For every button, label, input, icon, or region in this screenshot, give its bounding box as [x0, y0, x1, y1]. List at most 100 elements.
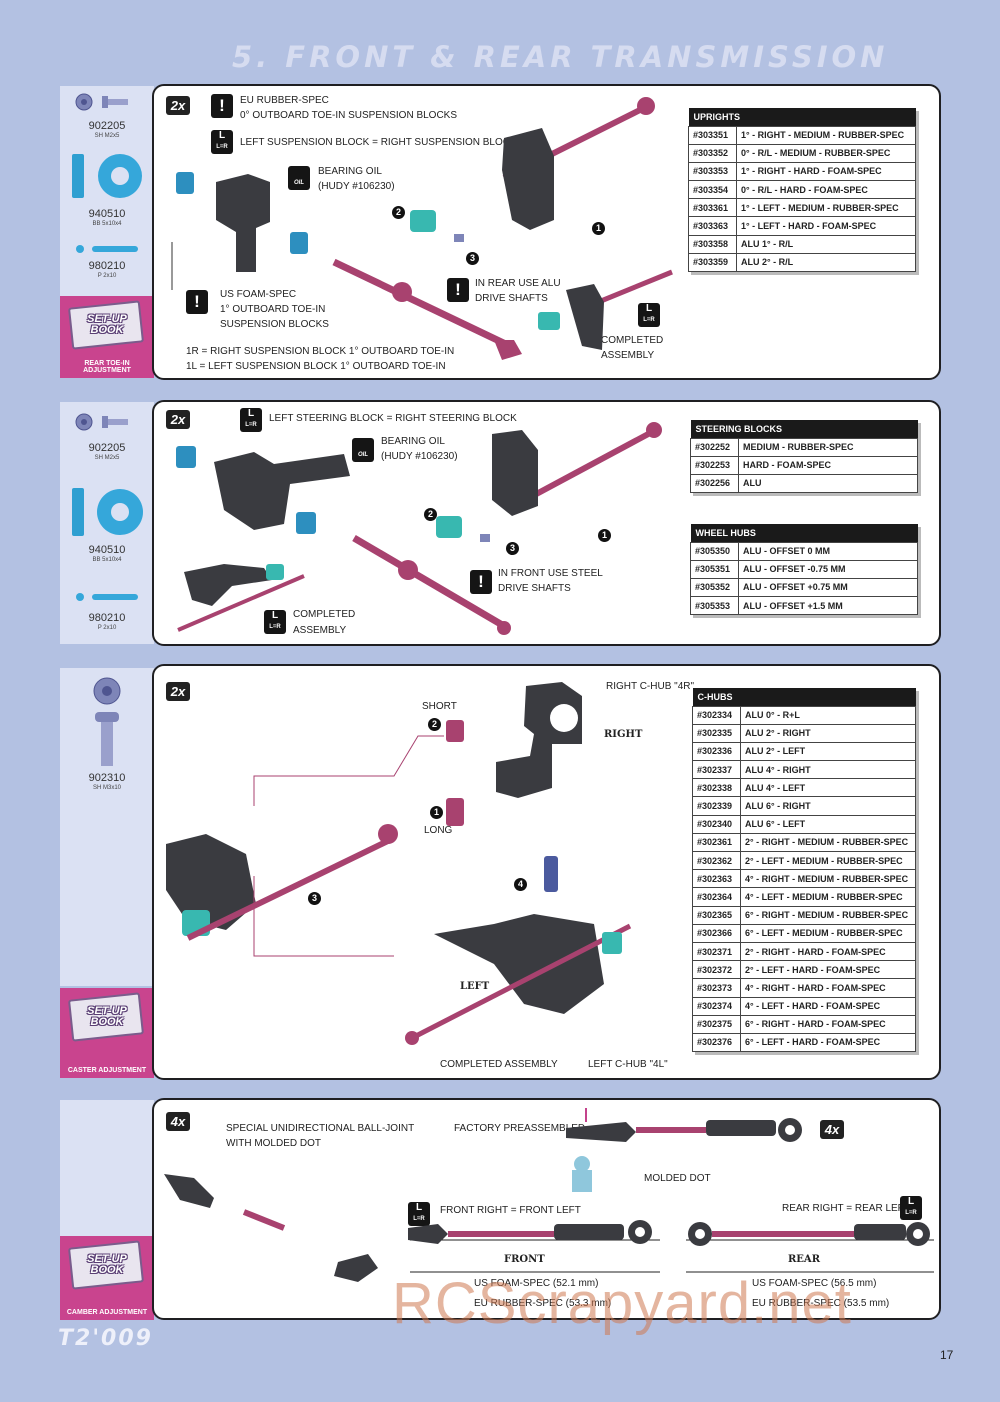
- setup-book-label: SET-UP BOOK: [87, 313, 127, 336]
- screw-icon: [75, 413, 128, 431]
- step-number-1: 1: [592, 222, 605, 235]
- note-front-steel: IN FRONT USE STEEL: [498, 568, 603, 579]
- parts-sidebar-4: [60, 1100, 154, 1236]
- quantity-badge: 2x: [166, 410, 190, 429]
- rear-us-length: US FOAM-SPEC (56.5 mm): [752, 1278, 877, 1289]
- warning-icon: !: [470, 570, 492, 594]
- setup-book-label: SET-UP BOOK: [87, 1005, 127, 1028]
- step-number-1: 1: [598, 529, 611, 542]
- rear-eu-length: EU RUBBER-SPEC (53.5 mm): [752, 1298, 890, 1309]
- note-completed-detail: ASSEMBLY: [601, 350, 655, 361]
- camber-link-illustration: [164, 1108, 934, 1282]
- table-title: UPRIGHTS: [688, 108, 916, 126]
- bearing-icon: [72, 488, 143, 536]
- part-size: SH M2x5: [94, 133, 120, 139]
- table-title: STEERING BLOCKS: [690, 420, 918, 438]
- step-number-3: 3: [466, 252, 479, 265]
- step-number-3: 3: [308, 892, 321, 905]
- note-us-spec-detail2: SUSPENSION BLOCKS: [220, 319, 329, 330]
- note-special: SPECIAL UNIDIRECTIONAL BALL-JOINT: [226, 1123, 415, 1134]
- warning-icon: !: [447, 278, 469, 302]
- step-number-2: 2: [424, 508, 437, 521]
- quantity-badge: 4x: [166, 1112, 190, 1131]
- pin-icon: [76, 245, 138, 253]
- quantity-badge: 2x: [166, 96, 190, 115]
- part-size: P 2x10: [97, 625, 117, 631]
- part-size: SH M2x5: [94, 455, 120, 461]
- setup-book-link-1[interactable]: SET-UP BOOK REAR TOE-IN ADJUSTMENT: [60, 296, 154, 378]
- screw-icon: [75, 93, 128, 111]
- part-number: 902205: [88, 442, 126, 454]
- bearing-oil-icon: OIL: [352, 438, 374, 462]
- part-number: 902310: [88, 772, 126, 784]
- note-left-right: LEFT STEERING BLOCK = RIGHT STEERING BLO…: [269, 413, 517, 424]
- part-size: BB 5x10x4: [92, 557, 122, 563]
- note-oil: BEARING OIL: [318, 166, 382, 177]
- part-number: 940510: [88, 208, 126, 220]
- note-legend-1l: 1L = LEFT SUSPENSION BLOCK 1° OUTBOARD T…: [186, 361, 446, 372]
- note-rear-equal: REAR RIGHT = REAR LEFT: [782, 1203, 910, 1214]
- product-logo: T2'009: [58, 1326, 153, 1351]
- setup-book-link-4[interactable]: SET-UP BOOK CAMBER ADJUSTMENT: [60, 1236, 154, 1320]
- note-rear-alu-detail: DRIVE SHAFTS: [475, 293, 548, 304]
- front-eu-length: EU RUBBER-SPEC (53.3 mm): [474, 1298, 612, 1309]
- front-us-length: US FOAM-SPEC (52.1 mm): [474, 1278, 599, 1289]
- note-completed-detail: ASSEMBLY: [293, 625, 347, 636]
- part-number: 902205: [88, 120, 126, 132]
- part-number: 980210: [88, 612, 126, 624]
- note-completed: COMPLETED: [601, 335, 664, 346]
- note-front-equal: FRONT RIGHT = FRONT LEFT: [440, 1205, 581, 1216]
- watermark: RCScrapyard.net: [392, 1271, 852, 1336]
- note-eu-spec: EU RUBBER-SPEC: [240, 95, 329, 106]
- note-left-right: LEFT SUSPENSION BLOCK = RIGHT SUSPENSION…: [240, 137, 517, 148]
- parts-sidebar-3: 902310 SH M3x10: [60, 668, 154, 986]
- setup-book-link-3[interactable]: SET-UP BOOK CASTER ADJUSTMENT: [60, 988, 154, 1078]
- note-eu-spec-detail: 0° OUTBOARD TOE-IN SUSPENSION BLOCKS: [240, 110, 458, 121]
- note-completed: COMPLETED ASSEMBLY: [440, 1059, 558, 1070]
- note-factory: FACTORY PREASSEMBLED: [454, 1123, 586, 1134]
- part-size: BB 5x10x4: [92, 221, 122, 227]
- note-left-chub: LEFT C-HUB "4L": [588, 1059, 668, 1070]
- note-right: RIGHT: [604, 729, 643, 740]
- bearing-icon: [72, 154, 142, 198]
- note-legend-1r: 1R = RIGHT SUSPENSION BLOCK 1° OUTBOARD …: [186, 346, 455, 357]
- rear-upright-illustration: [171, 97, 673, 360]
- table-title: C-HUBS: [692, 688, 916, 706]
- warning-icon: !: [211, 94, 233, 118]
- section-rear-transmission: 2x ! EU RUBBER-SPEC 0° OUTBOARD TOE-IN S…: [152, 84, 941, 380]
- note-left: LEFT: [460, 981, 490, 992]
- note-long: LONG: [424, 825, 453, 836]
- part-number: 980210: [88, 260, 126, 272]
- pin-icon: [76, 593, 138, 601]
- note-completed: COMPLETED: [293, 609, 356, 620]
- label-front: FRONT: [504, 1254, 545, 1265]
- screw-icon: [93, 677, 121, 766]
- setup-caption: CASTER ADJUSTMENT: [67, 1067, 147, 1074]
- step-number-2: 2: [392, 206, 405, 219]
- step-number-3: 3: [506, 542, 519, 555]
- note-short: SHORT: [422, 701, 457, 712]
- note-rear-alu: IN REAR USE ALU: [475, 278, 561, 289]
- section-camber-links: 4x 4x SPECIAL UNIDIRECTIONAL BALL-JOINT …: [152, 1098, 941, 1320]
